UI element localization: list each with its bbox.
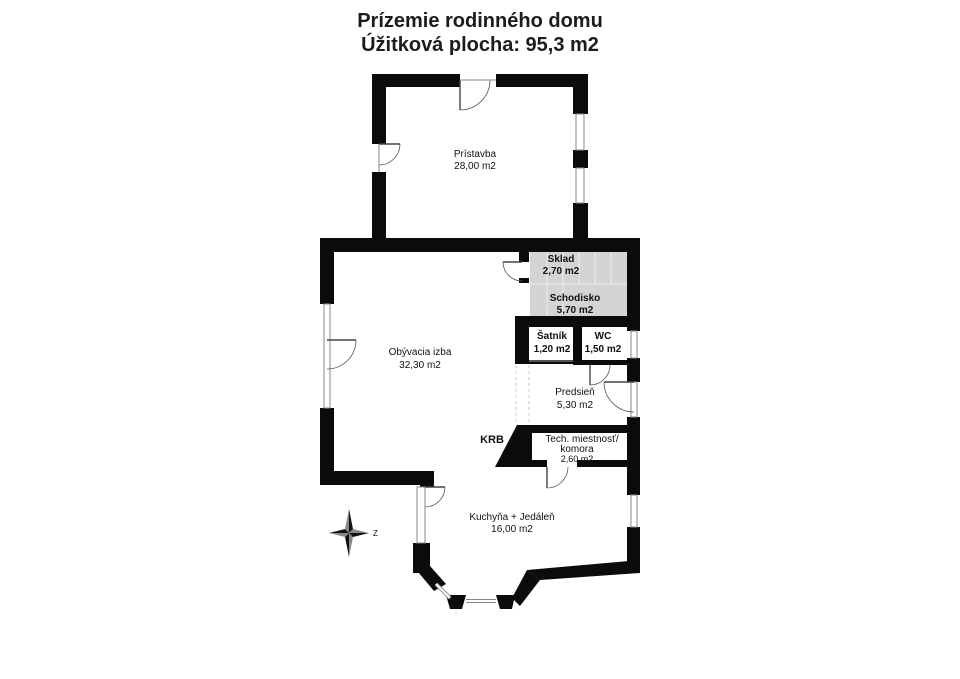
doors (326, 79, 635, 508)
room-area-tech: 2,60 m2 (561, 454, 594, 464)
room-area-sklad: 2,70 m2 (543, 266, 580, 277)
room-name-predsien: Predsieň (555, 387, 594, 398)
windows (323, 113, 638, 603)
room-name-obyvacia: Obývacia izba (389, 347, 452, 358)
room-area-kuchyna: 16,00 m2 (491, 524, 533, 535)
room-area-satnik: 1,20 m2 (534, 344, 571, 355)
room-name-wc: WC (595, 331, 612, 342)
room-name-pristavba: Prístavba (454, 149, 497, 160)
plan-subtitle: Úžitková plocha: 95,3 m2 (361, 34, 599, 56)
room-name-tech: Tech. miestnosť/ (545, 434, 618, 445)
room-name-tech-2: komora (560, 444, 594, 455)
fireplace-label: KRB (480, 434, 504, 446)
room-name-schodisko: Schodisko (550, 293, 601, 304)
compass-rose-icon: Z (329, 509, 378, 557)
walls (320, 74, 640, 609)
room-area-schodisko: 5,70 m2 (557, 305, 594, 316)
room-name-kuchyna: Kuchyňa + Jedáleň (469, 512, 554, 523)
stair-area (530, 252, 627, 316)
room-name-satnik: Šatník (537, 329, 567, 342)
room-area-obyvacia: 32,30 m2 (399, 360, 441, 371)
plan-title: Prízemie rodinného domu (357, 10, 603, 32)
room-area-pristavba: 28,00 m2 (454, 161, 496, 172)
room-area-predsien: 5,30 m2 (557, 400, 594, 411)
compass-label: Z (373, 529, 378, 538)
room-area-wc: 1,50 m2 (585, 344, 622, 355)
room-name-sklad: Sklad (548, 254, 575, 265)
room-labels: Prístavba 28,00 m2 Sklad 2,70 m2 Schodis… (389, 149, 622, 535)
